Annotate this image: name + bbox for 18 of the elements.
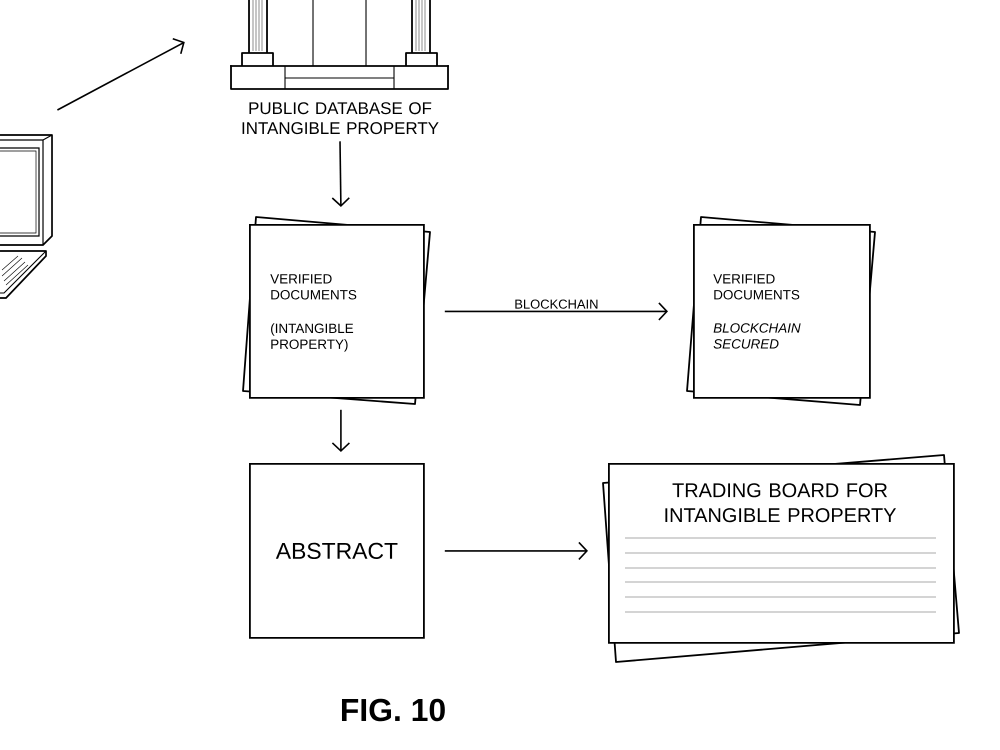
document-label: (INTANGIBLE PROPERTY) — [271, 323, 354, 352]
board-stack — [602, 454, 960, 663]
document-label: BLOCKCHAIN SECURED — [714, 323, 801, 349]
document-label: VERIFIED DOCUMENTS — [270, 274, 356, 300]
arrow — [57, 38, 185, 111]
document-stack — [686, 216, 876, 406]
board-title: TRADING BOARD FOR INTANGIBLE PROPERTY — [665, 483, 896, 522]
building-caption: PUBLIC DATABASE OF INTANGIBLE PROPERTY — [242, 102, 439, 134]
document-stack — [242, 216, 431, 405]
arrow — [444, 302, 668, 320]
laptop-drawing — [0, 134, 53, 299]
arrow — [332, 410, 350, 452]
process-box: ABSTRACT — [249, 463, 425, 639]
arrow — [444, 542, 588, 560]
arrow — [332, 141, 350, 207]
document-label: VERIFIED DOCUMENTS — [713, 274, 800, 300]
figure-caption: FIG. 10 — [342, 698, 445, 722]
edge-label: BLOCKCHAIN — [513, 298, 600, 310]
